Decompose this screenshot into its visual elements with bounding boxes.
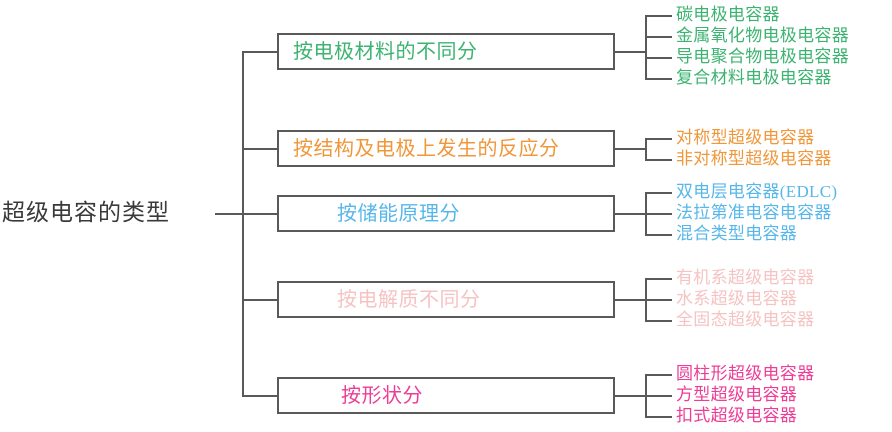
leaf-node-3-3: 混合类型电容器 — [676, 224, 798, 243]
trunk-stub-1 — [242, 51, 279, 53]
leaf-node-1-3: 导电聚合物电极电容器 — [676, 47, 849, 66]
main-trunk-line — [242, 51, 244, 395]
leaf-spine-1 — [645, 15, 647, 78]
root-node-label: 超级电容的类型 — [2, 200, 170, 225]
category-box-2[interactable]: 按结构及电极上发生的反应分 — [277, 130, 615, 167]
leaf-stub-3-2 — [645, 213, 672, 215]
leaf-node-5-2: 方型超级电容器 — [676, 385, 798, 404]
category-out-line-4 — [615, 299, 647, 301]
leaf-node-1-2: 金属氧化物电极电容器 — [676, 26, 849, 45]
leaf-node-1-4: 复合材料电极电容器 — [676, 68, 832, 87]
trunk-stub-3 — [242, 213, 279, 215]
leaf-stub-4-1 — [645, 278, 672, 280]
leaf-node-1-1: 碳电极电容器 — [676, 5, 780, 24]
category-label-4: 按电解质不同分 — [337, 288, 481, 311]
trunk-stub-4 — [242, 299, 279, 301]
category-label-5: 按形状分 — [341, 384, 423, 407]
leaf-node-3-1: 双电层电容器(EDLC) — [676, 182, 838, 201]
leaf-stub-5-3 — [645, 416, 672, 418]
leaf-stub-2-1 — [645, 138, 672, 140]
leaf-node-3-2: 法拉第准电容电容器 — [676, 203, 832, 222]
leaf-spine-2 — [645, 138, 647, 159]
root-stem-line — [215, 213, 244, 215]
category-label-1: 按电极材料的不同分 — [293, 40, 478, 63]
leaf-stub-1-4 — [645, 78, 672, 80]
leaf-node-2-2: 非对称型超级电容器 — [676, 149, 832, 168]
category-label-2: 按结构及电极上发生的反应分 — [293, 137, 560, 160]
trunk-stub-5 — [242, 395, 279, 397]
leaf-stub-1-2 — [645, 36, 672, 38]
leaf-stub-3-1 — [645, 192, 672, 194]
leaf-node-2-1: 对称型超级电容器 — [676, 128, 815, 147]
leaf-node-5-3: 扣式超级电容器 — [676, 406, 798, 425]
leaf-node-4-3: 全固态超级电容器 — [676, 310, 815, 329]
category-out-line-1 — [615, 51, 647, 53]
leaf-stub-3-3 — [645, 234, 672, 236]
category-box-4[interactable]: 按电解质不同分 — [277, 281, 615, 318]
trunk-stub-2 — [242, 148, 279, 150]
leaf-stub-5-1 — [645, 374, 672, 376]
category-box-5[interactable]: 按形状分 — [277, 377, 615, 414]
leaf-stub-5-2 — [645, 395, 672, 397]
category-box-3[interactable]: 按储能原理分 — [277, 195, 615, 232]
category-box-1[interactable]: 按电极材料的不同分 — [277, 33, 615, 70]
category-out-line-2 — [615, 148, 647, 150]
leaf-stub-1-1 — [645, 15, 672, 17]
leaf-node-5-1: 圆柱形超级电容器 — [676, 364, 815, 383]
category-label-3: 按储能原理分 — [337, 202, 460, 225]
leaf-node-4-2: 水系超级电容器 — [676, 289, 798, 308]
leaf-stub-2-2 — [645, 159, 672, 161]
leaf-stub-4-2 — [645, 299, 672, 301]
category-out-line-3 — [615, 213, 647, 215]
category-out-line-5 — [615, 395, 647, 397]
leaf-node-4-1: 有机系超级电容器 — [676, 268, 815, 287]
leaf-stub-4-3 — [645, 320, 672, 322]
leaf-stub-1-3 — [645, 57, 672, 59]
